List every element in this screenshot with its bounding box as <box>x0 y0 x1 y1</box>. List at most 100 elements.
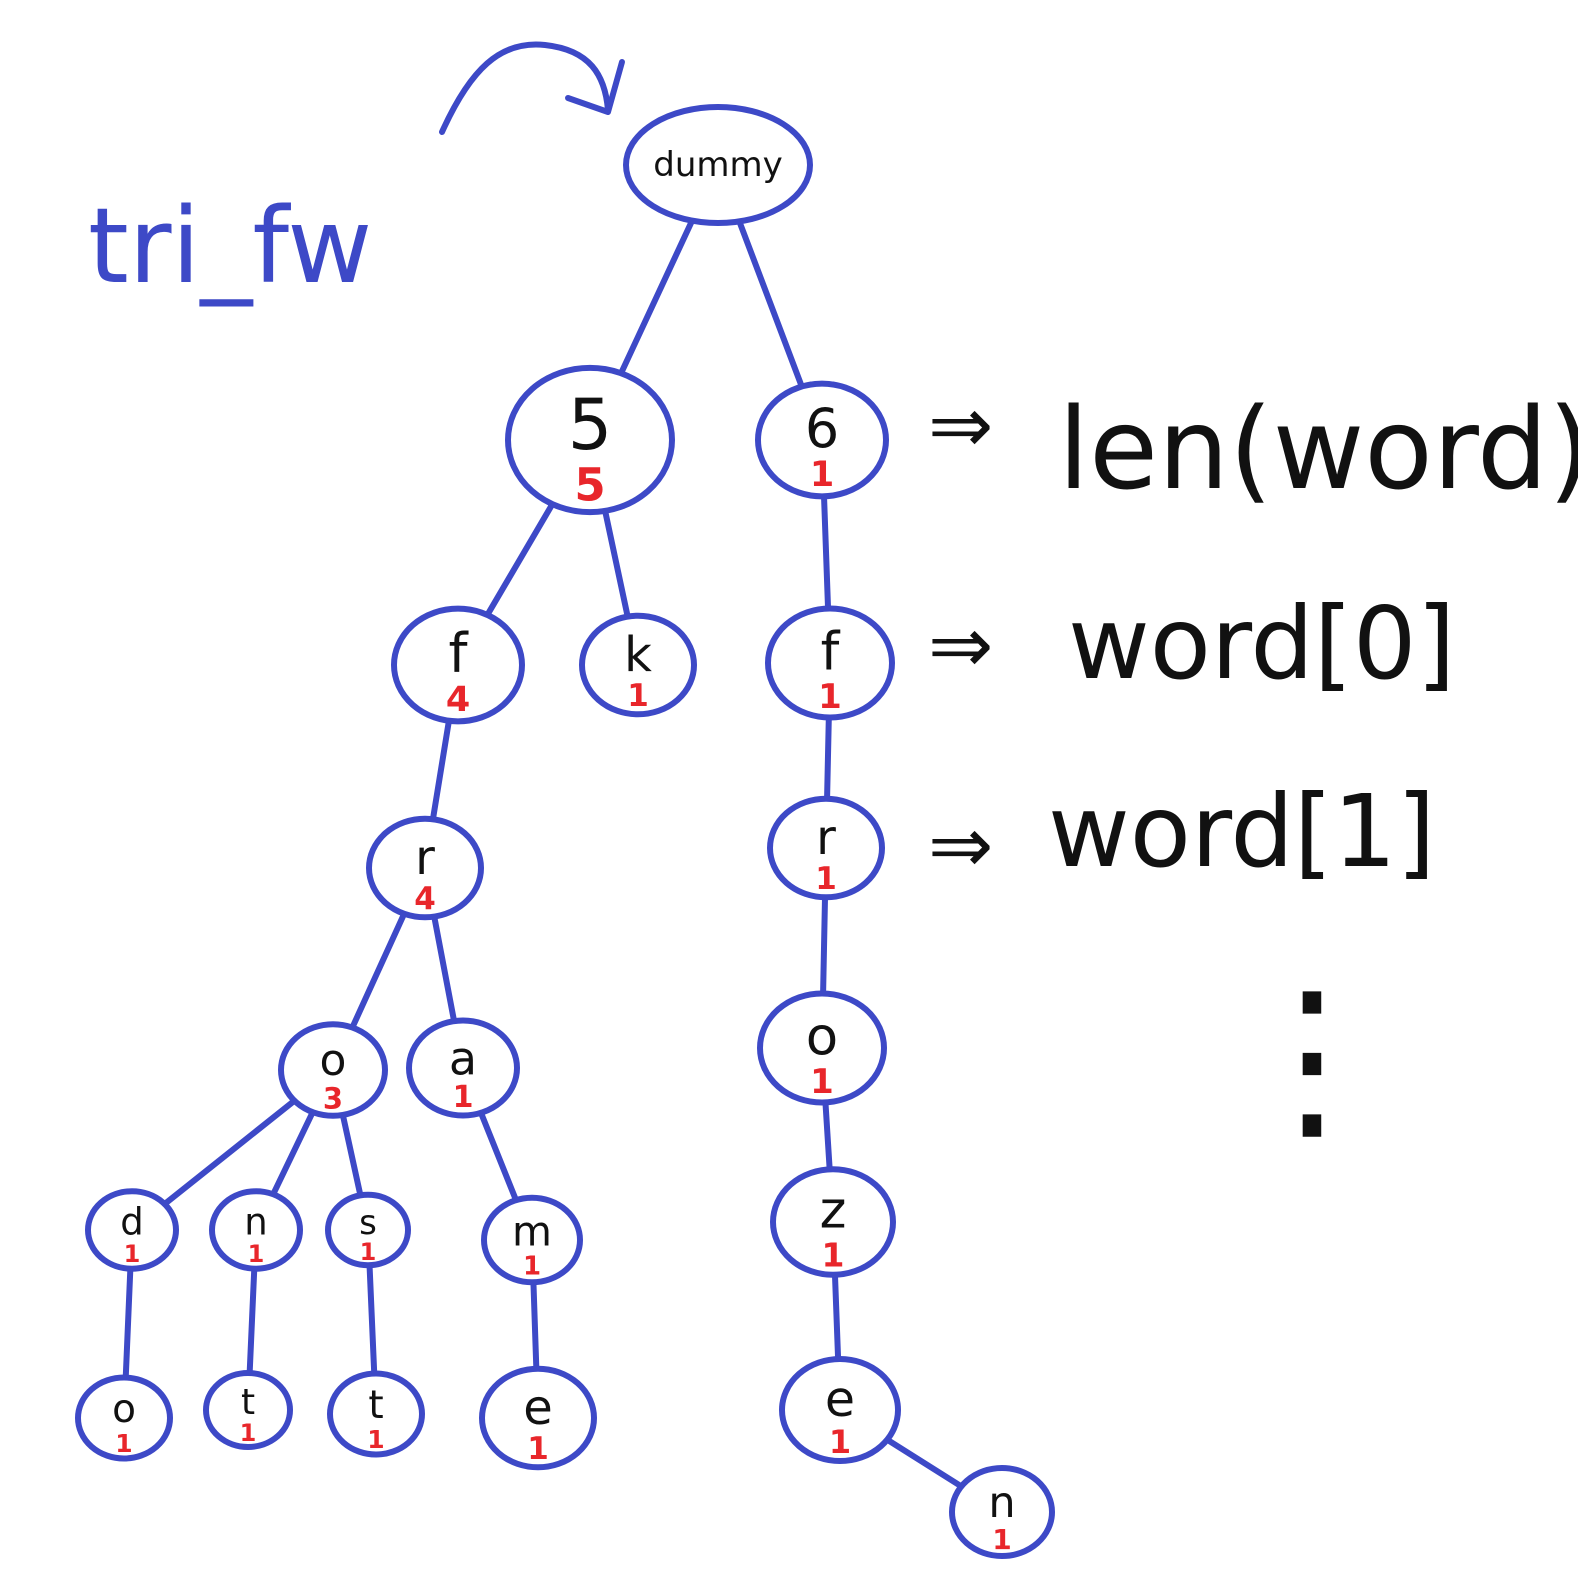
pointer-arrow-head <box>565 59 625 115</box>
annotation-text: len(word) <box>1058 385 1578 515</box>
trie-node: z1 <box>770 1166 896 1278</box>
node-count: 5 <box>574 459 605 512</box>
node-label: f <box>448 622 469 685</box>
node-label: e <box>523 1380 553 1436</box>
node-count: 1 <box>248 1240 265 1268</box>
node-label: e <box>825 1371 855 1428</box>
node-count: 4 <box>414 881 436 917</box>
node-count: 1 <box>992 1523 1011 1556</box>
node-count: 1 <box>527 1431 549 1467</box>
trie-node: k1 <box>579 612 697 718</box>
annotation-level2: ⇒ word[0] <box>928 585 1455 702</box>
node-circle <box>406 1017 520 1119</box>
node-count: 1 <box>818 677 842 717</box>
trie-node: m1 <box>481 1194 583 1286</box>
node-count: 1 <box>453 1080 474 1115</box>
node-label: 5 <box>568 384 613 466</box>
node-label: dummy <box>653 145 783 185</box>
node-label: a <box>449 1031 477 1085</box>
node-circle <box>391 605 525 725</box>
trie-node: e1 <box>779 1355 901 1465</box>
node-circle <box>767 795 885 901</box>
node-label: o <box>112 1387 136 1432</box>
node-circle <box>505 364 675 516</box>
node-count: 1 <box>810 1062 834 1102</box>
trie-node: s1 <box>325 1191 411 1269</box>
annotation-arrow: ⇒ <box>928 381 993 471</box>
node-count: 1 <box>240 1419 257 1447</box>
node-circle <box>779 1355 901 1465</box>
node-circle <box>579 612 697 718</box>
trie-node: f1 <box>765 605 895 721</box>
node-circle <box>479 1365 597 1471</box>
node-count: 1 <box>367 1425 384 1454</box>
node-label: d <box>120 1201 144 1244</box>
trie-node: n1 <box>209 1188 303 1272</box>
node-circle <box>327 1370 425 1458</box>
node-circle <box>765 605 895 721</box>
node-count: 4 <box>446 680 470 720</box>
annotation-ellipsis: ⋮ <box>1222 954 1402 1163</box>
annotation-arrow: ⇒ <box>928 801 993 891</box>
node-count: 1 <box>360 1238 377 1266</box>
node-circle <box>85 1188 179 1272</box>
node-label: m <box>512 1207 552 1255</box>
annotation-level3: ⇒ word[1] <box>928 773 1435 891</box>
diagram-title: tri_fw <box>88 185 372 307</box>
node-count: 1 <box>822 1236 845 1275</box>
vertical-ellipsis: ⋮ <box>1222 954 1402 1163</box>
node-circle <box>481 1194 583 1286</box>
node-circle <box>366 815 484 921</box>
trie-node: n1 <box>949 1465 1055 1559</box>
node-label: n <box>244 1201 267 1244</box>
node-label: f <box>821 621 841 682</box>
node-count: 1 <box>523 1251 541 1281</box>
node-circle <box>755 380 889 500</box>
trie-node: d1 <box>85 1188 179 1272</box>
annotation-text: word[1] <box>1048 773 1435 890</box>
node-circle <box>949 1465 1055 1559</box>
node-circle <box>325 1191 411 1269</box>
trie-node: o1 <box>757 990 887 1106</box>
node-label: 6 <box>805 397 839 460</box>
trie-node: r1 <box>767 795 885 901</box>
pointer-arrow <box>439 41 611 135</box>
node-count: 3 <box>323 1082 343 1116</box>
node-label: t <box>241 1382 255 1423</box>
node-label: z <box>820 1182 847 1241</box>
trie-node: a1 <box>406 1017 520 1119</box>
node-label: o <box>806 1006 838 1067</box>
node-circle <box>757 990 887 1106</box>
node-label: o <box>320 1035 347 1086</box>
node-label: s <box>359 1203 377 1243</box>
trie-node: f4 <box>391 605 525 725</box>
node-circle <box>623 104 813 226</box>
node-label: r <box>415 830 435 886</box>
node-label: n <box>988 1478 1015 1528</box>
node-count: 1 <box>115 1429 132 1458</box>
node-label: t <box>368 1383 383 1428</box>
trie-node: o1 <box>75 1374 173 1462</box>
trie-node: o3 <box>278 1021 388 1119</box>
annotation-arrow: ⇒ <box>928 601 993 691</box>
trie-node: dummy <box>623 104 813 226</box>
node-label: k <box>624 627 652 683</box>
trie-node: t1 <box>203 1370 293 1450</box>
trie-node: 61 <box>755 380 889 500</box>
trie-node: e1 <box>479 1365 597 1471</box>
node-count: 1 <box>829 1423 851 1461</box>
annotation-level1: ⇒ len(word) <box>928 381 1578 515</box>
trie-node: r4 <box>366 815 484 921</box>
node-circle <box>770 1166 896 1278</box>
node-circle <box>278 1021 388 1119</box>
trie-node: 55 <box>505 364 675 516</box>
node-label: r <box>816 810 836 866</box>
node-count: 1 <box>810 455 834 495</box>
node-circle <box>203 1370 293 1450</box>
node-count: 1 <box>627 678 649 714</box>
node-circle <box>209 1188 303 1272</box>
node-count: 1 <box>124 1240 141 1268</box>
annotation-text: word[0] <box>1068 585 1455 702</box>
